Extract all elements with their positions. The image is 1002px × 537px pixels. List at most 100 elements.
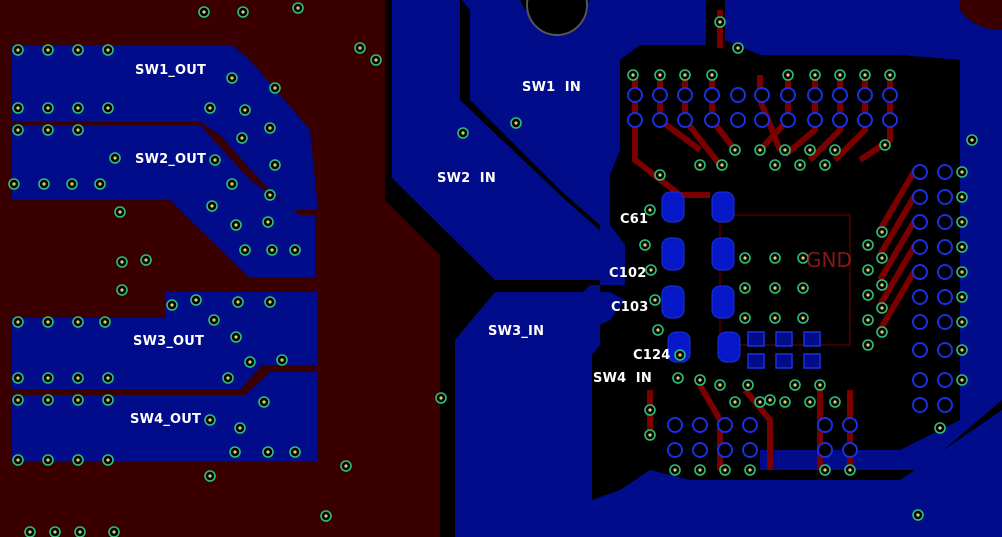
via-hole xyxy=(773,256,777,260)
via-hole xyxy=(293,248,297,252)
via-hole xyxy=(76,320,80,324)
via-hole xyxy=(76,48,80,52)
via-hole xyxy=(720,163,724,167)
via-hole xyxy=(118,210,122,214)
via-hole xyxy=(648,408,652,412)
via-hole xyxy=(240,136,244,140)
sw3-out-pour xyxy=(12,292,318,390)
via-hole xyxy=(758,148,762,152)
via-hole xyxy=(653,298,657,302)
via-hole xyxy=(960,270,964,274)
via-hole xyxy=(743,256,747,260)
via-hole xyxy=(880,256,884,260)
via-hole xyxy=(98,182,102,186)
via-hole xyxy=(880,330,884,334)
via-hole xyxy=(723,468,727,472)
via-hole xyxy=(70,182,74,186)
via-hole xyxy=(733,400,737,404)
via-hole xyxy=(243,248,247,252)
sw1-out-right-pour xyxy=(200,45,318,210)
via-hole xyxy=(76,128,80,132)
via-hole xyxy=(783,400,787,404)
via-hole xyxy=(818,383,822,387)
via-hole xyxy=(880,306,884,310)
sw3-in-pour xyxy=(455,292,625,537)
via-hole xyxy=(243,108,247,112)
via-hole xyxy=(863,73,867,77)
via-hole xyxy=(813,73,817,77)
via-hole xyxy=(798,163,802,167)
via-hole xyxy=(833,148,837,152)
right-blue-pour xyxy=(725,0,1002,470)
via-hole xyxy=(733,148,737,152)
via-hole xyxy=(236,300,240,304)
via-hole xyxy=(656,328,660,332)
connector-pads xyxy=(627,87,953,458)
c61-label: C61 xyxy=(620,212,649,227)
via-hole xyxy=(698,378,702,382)
ic-body xyxy=(719,214,851,346)
via-hole xyxy=(226,376,230,380)
via-hole xyxy=(823,163,827,167)
via-hole xyxy=(273,86,277,90)
via-hole xyxy=(808,148,812,152)
sw3-in-label: SW3_IN xyxy=(488,324,545,339)
mounting-hole xyxy=(526,0,588,36)
via-hole xyxy=(103,320,107,324)
via-hole xyxy=(743,316,747,320)
via-hole xyxy=(374,58,378,62)
via-hole xyxy=(648,433,652,437)
via-hole xyxy=(344,464,348,468)
via-hole xyxy=(960,295,964,299)
via-hole xyxy=(230,182,234,186)
via-hole xyxy=(248,360,252,364)
via-hole xyxy=(648,208,652,212)
via-hole xyxy=(938,426,942,430)
via-hole xyxy=(748,468,752,472)
via-hole xyxy=(76,106,80,110)
via-hole xyxy=(120,260,124,264)
c124-label: C124 xyxy=(633,348,671,363)
via-hole xyxy=(698,468,702,472)
via-hole xyxy=(16,398,20,402)
via-hole xyxy=(266,220,270,224)
via-hole xyxy=(848,468,852,472)
via-hole xyxy=(649,268,653,272)
via-hole xyxy=(676,376,680,380)
sw4-out-pour xyxy=(12,372,318,462)
via-hole xyxy=(208,474,212,478)
sw3-out-label: SW3_OUT xyxy=(133,334,205,349)
via-hole xyxy=(208,418,212,422)
via-hole xyxy=(16,376,20,380)
via-hole xyxy=(210,204,214,208)
sw4-out-label: SW4_OUT xyxy=(130,412,202,427)
via-hole xyxy=(960,320,964,324)
via-hole xyxy=(970,138,974,142)
via-hole xyxy=(16,458,20,462)
sw4-in-label: SW4 IN xyxy=(593,371,652,386)
via-hole xyxy=(718,383,722,387)
via-hole xyxy=(16,128,20,132)
via-hole xyxy=(823,468,827,472)
via-hole xyxy=(710,73,714,77)
via-hole xyxy=(268,126,272,130)
via-hole xyxy=(120,288,124,292)
via-hole xyxy=(866,318,870,322)
via-hole xyxy=(960,195,964,199)
gnd-watermark: GND xyxy=(806,248,852,272)
via-hole xyxy=(808,400,812,404)
via-hole xyxy=(960,348,964,352)
via-hole xyxy=(866,268,870,272)
via-hole xyxy=(76,376,80,380)
via-hole xyxy=(233,450,237,454)
via-hole xyxy=(866,343,870,347)
via-hole xyxy=(758,400,762,404)
ic-square-pads xyxy=(747,331,821,369)
via-hole xyxy=(683,73,687,77)
via-hole xyxy=(736,46,740,50)
via-hole xyxy=(262,400,266,404)
via-hole xyxy=(880,230,884,234)
via-hole xyxy=(270,248,274,252)
via-hole xyxy=(234,223,238,227)
